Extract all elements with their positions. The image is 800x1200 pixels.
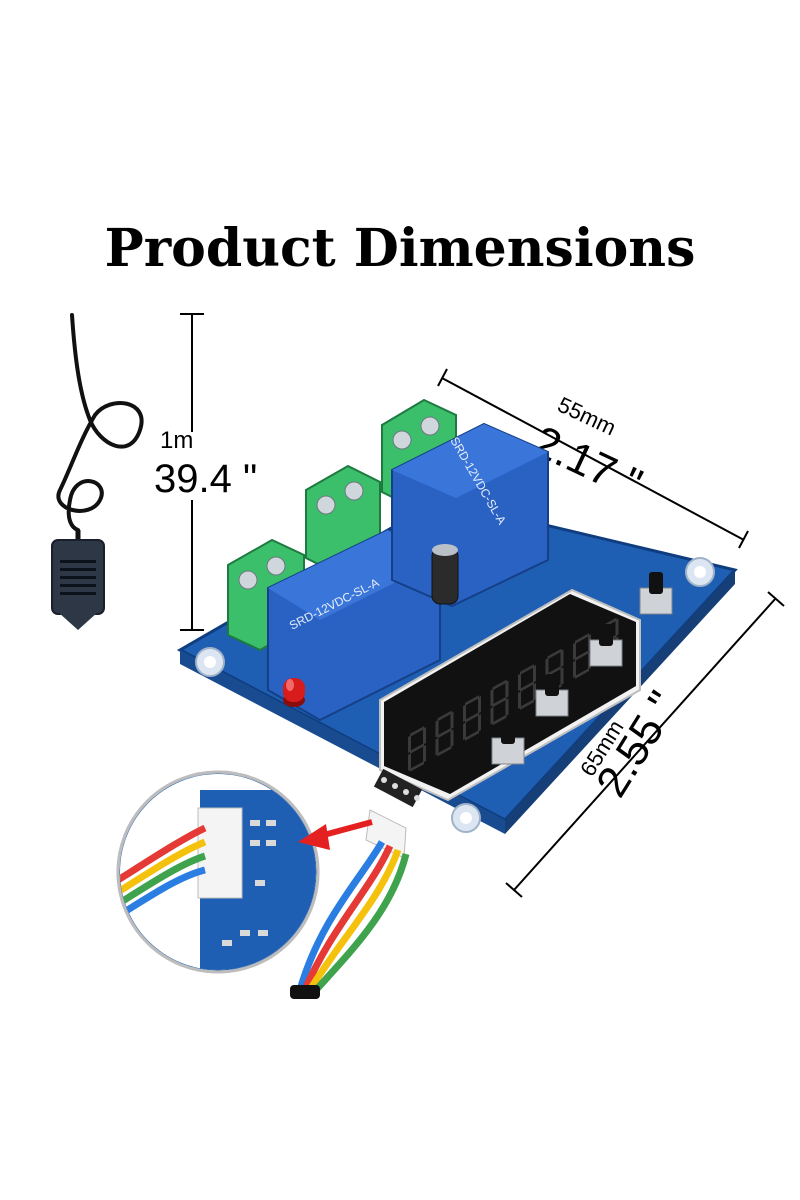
red-arrow-pointer — [298, 819, 373, 850]
connector-zoom-inset — [116, 770, 320, 974]
display-digit — [463, 695, 481, 741]
depth-dimension-line — [505, 591, 785, 898]
push-buttons — [491, 572, 673, 765]
controller-board: SRD-12VDC-SL-A SRD-12VDC-SL-A — [176, 398, 738, 999]
indicator-led — [283, 678, 305, 707]
push-button — [535, 674, 569, 717]
display-digit — [490, 679, 509, 726]
sensor-connector — [290, 809, 410, 999]
width-dimension-line — [437, 368, 749, 549]
push-button — [589, 624, 623, 667]
sensor-cable — [56, 313, 144, 532]
relay-2: SRD-12VDC-SL-A — [391, 422, 549, 608]
page-title: Product Dimensions — [104, 218, 696, 279]
sensor-length-metric: 1m — [160, 427, 193, 454]
push-button — [491, 722, 525, 765]
capacitor — [431, 544, 459, 605]
display-digit — [408, 726, 426, 772]
mounting-holes — [195, 557, 715, 833]
sensor-dimension-line — [180, 313, 204, 631]
sensor-probe — [51, 313, 144, 630]
display-digit — [518, 664, 536, 710]
sensor-length-imperial: 39.4 " — [154, 457, 257, 501]
pin-header — [373, 768, 423, 808]
display-digit — [435, 710, 454, 757]
push-button — [639, 572, 673, 615]
led-display — [379, 588, 641, 802]
